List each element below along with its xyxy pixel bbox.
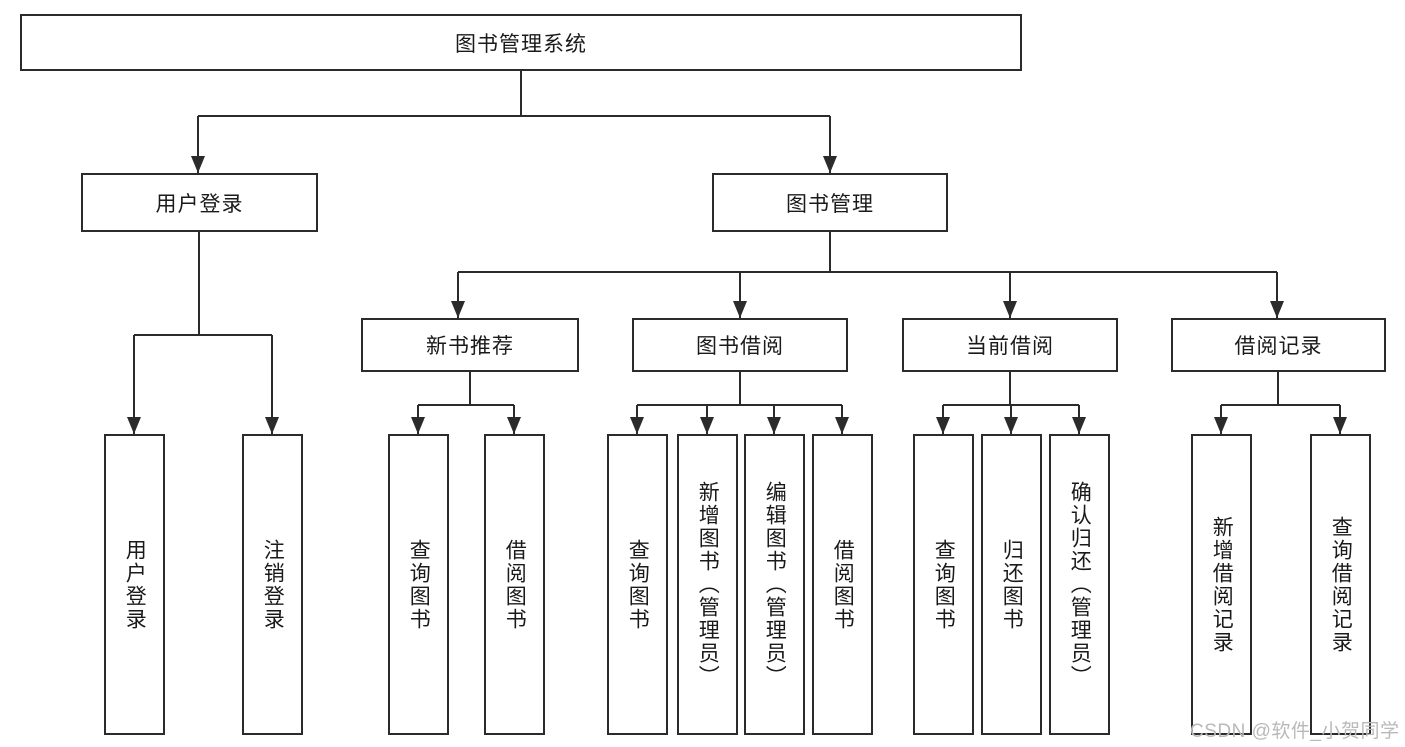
arrow-head-book-borrow-1 (700, 417, 714, 434)
node-label: 借阅记录 (1234, 335, 1323, 358)
node-leaf-borrow-book: 借阅图书 (812, 434, 873, 735)
node-label: 查询图书 (626, 538, 650, 631)
arrow-head-new-book-rec-1 (507, 417, 521, 434)
node-label: 查询借阅记录 (1329, 515, 1353, 654)
node-label: 借阅图书 (503, 538, 527, 631)
node-leaf-confirm-return-admin: 确认归还（管理员） (1049, 434, 1110, 735)
arrow-head-current-borrow-1 (1004, 417, 1018, 434)
node-leaf-user-logout: 注销登录 (242, 434, 303, 735)
arrow-head-book-manage-2 (1003, 301, 1017, 318)
node-borrow-record: 借阅记录 (1171, 318, 1386, 372)
arrow-head-borrow-record-0 (1214, 417, 1228, 434)
node-new-book-rec: 新书推荐 (361, 318, 579, 372)
node-leaf-user-login: 用户登录 (104, 434, 165, 735)
node-label: 新增图书（管理员） (696, 481, 720, 688)
arrow-head-book-manage-1 (733, 301, 747, 318)
node-label: 图书管理系统 (455, 32, 587, 56)
arrow-head-book-borrow-3 (835, 417, 849, 434)
node-leaf-add-book-admin: 新增图书（管理员） (677, 434, 738, 735)
arrow-head-root-0 (191, 156, 205, 173)
node-user-login: 用户登录 (81, 173, 318, 232)
node-label: 注销登录 (261, 538, 285, 631)
arrow-head-root-1 (823, 156, 837, 173)
arrow-head-user-login-1 (265, 417, 279, 434)
watermark-text: CSDN @软件_小贺同学 (1190, 721, 1400, 742)
node-label: 查询图书 (407, 538, 431, 631)
arrow-head-new-book-rec-0 (411, 417, 425, 434)
arrow-head-book-manage-3 (1270, 301, 1284, 318)
node-leaf-edit-book-admin: 编辑图书（管理员） (744, 434, 805, 735)
node-leaf-cur-query-book: 查询图书 (913, 434, 974, 735)
node-label: 图书管理 (786, 192, 874, 216)
node-label: 确认归还（管理员） (1068, 481, 1092, 688)
node-leaf-return-book: 归还图书 (981, 434, 1042, 735)
node-label: 图书借阅 (696, 335, 784, 358)
node-label: 新增借阅记录 (1210, 515, 1234, 654)
node-root: 图书管理系统 (20, 14, 1022, 71)
arrow-head-current-borrow-2 (1072, 417, 1086, 434)
arrow-head-current-borrow-0 (936, 417, 950, 434)
node-book-borrow: 图书借阅 (632, 318, 848, 372)
node-label: 查询图书 (932, 538, 956, 631)
arrow-head-book-borrow-2 (767, 417, 781, 434)
arrow-head-book-manage-0 (451, 301, 465, 318)
arrow-head-borrow-record-1 (1333, 417, 1347, 434)
node-leaf-add-borrow-record: 新增借阅记录 (1191, 434, 1252, 735)
node-leaf-query-borrow-record: 查询借阅记录 (1310, 434, 1371, 735)
node-leaf-borrow-query-book: 查询图书 (607, 434, 668, 735)
node-book-manage: 图书管理 (712, 173, 948, 232)
arrow-head-book-borrow-0 (630, 417, 644, 434)
node-label: 借阅图书 (831, 538, 855, 631)
node-label: 用户登录 (123, 538, 147, 631)
node-leaf-rec-query-book: 查询图书 (388, 434, 449, 735)
node-label: 用户登录 (155, 192, 244, 216)
node-current-borrow: 当前借阅 (902, 318, 1118, 372)
node-label: 编辑图书（管理员） (763, 481, 787, 688)
node-label: 归还图书 (1000, 538, 1024, 631)
arrow-head-user-login-0 (127, 417, 141, 434)
node-label: 新书推荐 (426, 335, 514, 358)
node-leaf-rec-borrow-book: 借阅图书 (484, 434, 545, 735)
node-label: 当前借阅 (966, 335, 1054, 358)
